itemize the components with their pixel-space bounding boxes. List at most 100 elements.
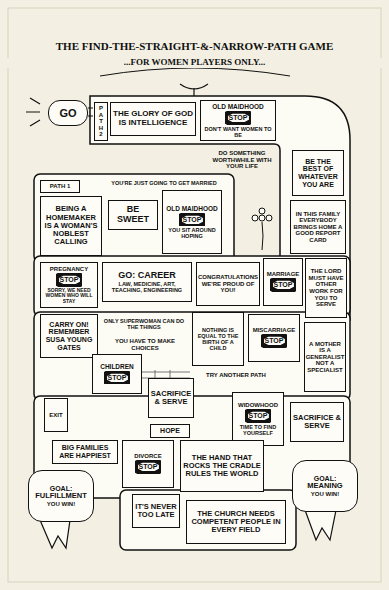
square-text: THE GLORY OF GOD IS INTELLIGENCE [113,110,193,128]
square-text: FULFILLMENT [35,492,87,500]
square-text: YOU SIT AROUND HOPING [165,227,219,239]
board-square: PATH 2 [94,102,108,141]
board-square: SACRIFICE & SERVE [290,402,344,442]
square-text: BE SWEET [111,205,155,225]
square-text: SACRIFICE & SERVE [151,390,191,407]
path-note: YOU HAVE TO MAKE CHOICES [100,338,190,351]
stop-octagon-outline [135,461,161,474]
square-text: STOP [265,337,284,345]
square-text: THE LORD MUST HAVE OTHER WORK FOR YOU TO… [308,268,344,308]
square-text: TIME TO FIND YOURSELF [235,424,281,436]
ribbon-tail [40,520,70,548]
square-text: CARRY ON! REMEMBER SUSA YOUNG GATES [43,321,95,352]
board-square: THE GLORY OF GOD IS INTELLIGENCE [110,102,196,136]
board-square: CARRY ON! REMEMBER SUSA YOUNG GATES [40,314,98,358]
board-square: A MOTHER IS A GENERALIST NOT A SPECIALIS… [304,322,346,392]
square-text: SORRY, WE NEED WOMEN WHO WILL STAY [43,288,95,305]
square-text: STOP [274,281,293,289]
flower-petal [266,215,272,221]
path-note: DO SOMETHING WORTHWHILE WITH YOUR LIFE [206,150,278,170]
board-square: HOPE [150,424,190,438]
path-track [90,96,350,320]
square-text: PATH 2 [98,105,104,138]
stop-sign: STOP [245,409,272,423]
stop-sign: STOP [56,273,83,287]
square-text: A MOTHER IS A GENERALIST NOT A SPECIALIS… [306,341,345,374]
square-text: STOP [249,412,268,420]
square-text: CONGRATULATIONS WE'RE PROUD OF YOU! [198,274,258,294]
square-text: MARRIAGE [267,271,300,278]
square-text: SACRIFICE & SERVE [293,414,341,431]
square-text: YOU WIN! [47,501,75,508]
stop-octagon-outline [225,111,251,124]
board-square: EXIT [44,398,68,432]
path-note: ONLY SUPERWOMAN CAN DO THE THINGS [100,318,188,330]
board-square: PATH 1 [40,180,80,193]
path-note: YOU'RE JUST GOING TO GET MARRIED [104,180,224,186]
board-square: BEING A HOMEMAKER IS A WOMAN'S NOBLEST C… [40,196,102,256]
square-text: PREGNANCY [50,266,88,273]
square-text: GOAL: [50,485,73,493]
square-text: DIVORCE [134,453,161,460]
square-text: STOP [60,276,79,284]
square-text: OLD MAIDHOOD [212,103,264,110]
board-square: THE HAND THAT ROCKS THE CRADLE RULES THE… [180,440,264,492]
board-square: MARRIAGE STOP [263,258,303,306]
ribbon-bow [180,84,208,96]
square-text: HOPE [160,427,180,435]
game-title: THE FIND-THE-STRAIGHT-&-NARROW-PATH GAME [0,40,389,52]
stop-octagon-outline [261,335,287,348]
stop-octagon-outline [270,279,296,292]
square-text: STOP [183,216,202,224]
board-square: GOAL:MEANINGYOU WIN! [292,460,358,512]
square-text: CHILDREN [100,363,134,370]
path-track [34,256,350,316]
board-square: PREGNANCY STOP SORRY, WE NEED WOMEN WHO WI… [40,262,98,308]
pointing-finger [88,108,93,116]
stop-sign: STOP [104,371,131,385]
board-square: GO: CAREERLAW, MEDICINE, ART, TEACHING, … [102,262,192,302]
flower-head [259,215,265,221]
board-square: THE CHURCH NEEDS COMPETENT PEOPLE IN EVE… [186,500,286,544]
stop-octagon-outline [56,273,82,286]
square-text: OLD MAIDHOOD [166,205,218,212]
square-text: STOP [139,463,158,471]
board-square: OLD MAIDHOOD STOP DON'T WANT WOMEN TO BE [200,100,276,141]
square-text: BEING A HOMEMAKER IS A WOMAN'S NOBLEST C… [43,205,99,246]
stop-octagon-outline [104,371,130,384]
stop-sign: STOP [270,278,297,292]
board-square: IN THIS FAMILY EVERYBODY BRINGS HOME A G… [290,200,346,254]
path-track [120,490,296,550]
stop-sign: STOP [225,111,252,125]
square-text: STOP [108,374,127,382]
board-square: OLD MAIDHOOD STOP YOU SIT AROUND HOPING [162,190,222,254]
board-square: CHILDREN STOP [92,354,142,394]
board-square: THE LORD MUST HAVE OTHER WORK FOR YOU TO… [305,258,347,318]
square-text: STOP [229,114,248,122]
ribbon-tail [305,510,336,540]
board-square: CONGRATULATIONS WE'RE PROUD OF YOU! [196,262,260,306]
board-square: BIG FAMILIES ARE HAPPIEST [52,440,118,464]
board-square: NOTHING IS EQUAL TO THE BIRTH OF A CHILD [192,312,244,366]
stop-sign: STOP [179,213,206,227]
square-text: THE CHURCH NEEDS COMPETENT PEOPLE IN EVE… [189,510,283,535]
board-square: DIVORCE STOP [122,440,174,488]
board-square: IT'S NEVER TOO LATE [132,494,180,528]
path-note: TRY ANOTHER PATH [204,372,268,379]
square-text: NOTHING IS EQUAL TO THE BIRTH OF A CHILD [195,327,241,351]
square-text: THE HAND THAT ROCKS THE CRADLE RULES THE… [183,454,261,479]
square-text: MEANING [307,482,342,490]
flower-petal [252,215,258,221]
board-square: SACRIFICE & SERVE [148,378,194,418]
flower-petal [259,208,265,214]
stop-octagon-outline [245,410,271,423]
square-text: LAW, MEDICINE, ART, TEACHING, ENGINEERIN… [105,281,189,293]
board-square: BE THE BEST OF WHATEVER YOU ARE [292,150,344,196]
hand-cuff [26,98,40,126]
path-note: ...FOR WOMEN PLAYERS ONLY... [0,58,389,68]
square-text: DON'T WANT WOMEN TO BE [203,126,273,138]
square-text: GOAL: [314,475,337,483]
flower-stem [262,222,263,250]
board-square: MISCARRIAGESTOP [248,314,300,362]
square-text: IT'S NEVER TOO LATE [135,503,177,520]
